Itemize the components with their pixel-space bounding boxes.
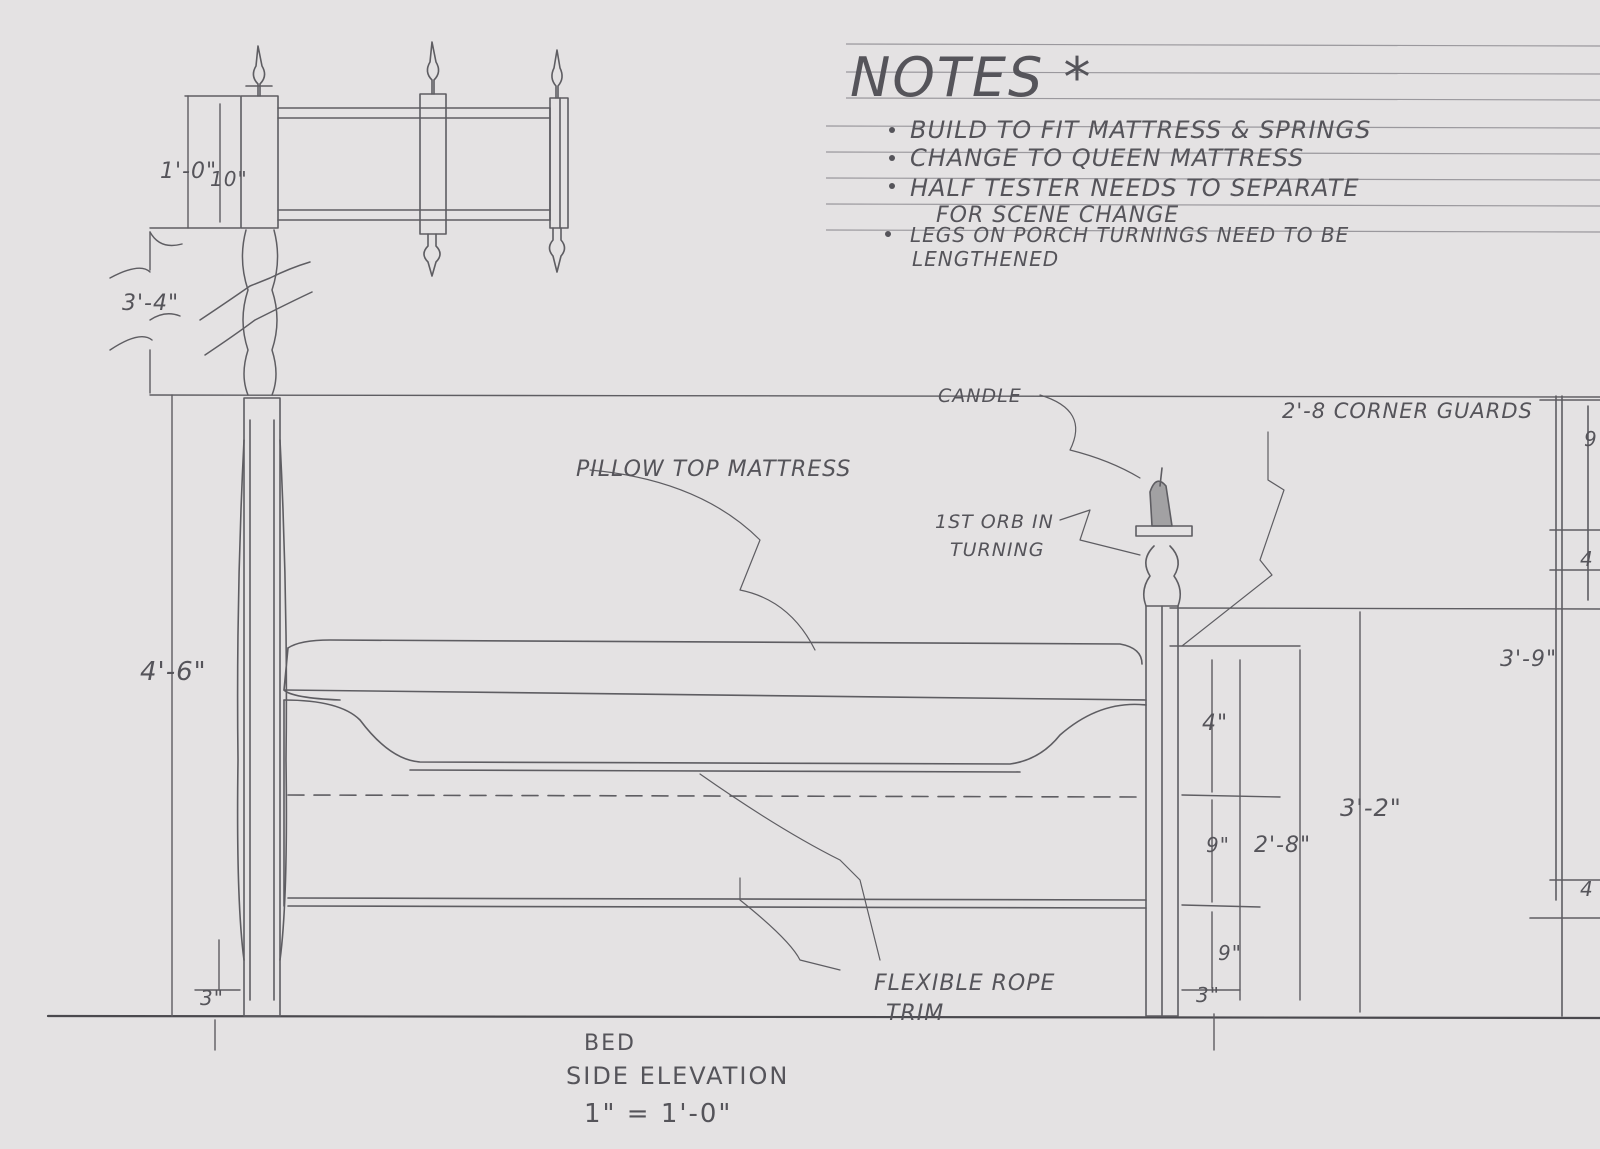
callout-pillow-top: PILLOW TOP MATTRESS (576, 457, 851, 482)
right-post (1135, 467, 1193, 1017)
leader-lines (589, 394, 1285, 971)
dim-9-upper: 9" (1206, 833, 1230, 857)
ground-line (46, 1014, 1600, 1020)
dim-3-9: 3'-9" (1500, 647, 1557, 672)
note-item-2: CHANGE TO QUEEN MATTRESS (910, 144, 1304, 172)
title-side-elevation: SIDE ELEVATION (566, 1062, 789, 1090)
note-item-4: LEGS ON PORCH TURNINGS NEED TO BE (910, 223, 1349, 247)
dim-9-lower: 9" (1218, 941, 1242, 965)
half-tester-canopy (240, 41, 569, 277)
note-bullets (885, 127, 895, 237)
dim-base-3-left: 3" (200, 986, 224, 1010)
left-post-turning (199, 229, 313, 396)
notes-block: NOTES * BUILD TO FIT MATTRESS & SPRINGS … (850, 46, 1371, 271)
note-item-3: HALF TESTER NEEDS TO SEPARATE (910, 174, 1360, 202)
callout-orb: 1ST ORB IN (935, 511, 1054, 533)
dim-base-3-right: 3" (1196, 983, 1220, 1007)
dim-edge-9: 9 (1584, 427, 1598, 451)
callout-rope: FLEXIBLE ROPE (874, 971, 1055, 996)
dim-edge-4a: 4 (1580, 547, 1594, 571)
dim-tester-10: 10" (210, 167, 248, 191)
left-post (236, 397, 288, 1017)
title-bed: BED (584, 1031, 636, 1056)
callout-candle: CANDLE (938, 385, 1022, 407)
callout-corner-guards: 2'-8 CORNER GUARDS (1282, 399, 1533, 423)
dim-2-8: 2'-8" (1254, 833, 1311, 858)
dim-4: 4" (1202, 711, 1228, 736)
dim-3-2: 3'-2" (1340, 794, 1402, 822)
dim-edge-4b: 4 (1580, 877, 1594, 901)
dimension-labels: 1'-0" 10" 3'-4" 4'-6" 3" 3'-9" 4" 9" 2'-… (122, 159, 1598, 1010)
dim-post-4-6: 4'-6" (140, 657, 207, 687)
end-view-partial (1529, 395, 1600, 1017)
dim-tester-1-0: 1'-0" (160, 159, 217, 184)
notes-heading: NOTES * (850, 46, 1092, 109)
mattress-and-rails (283, 639, 1147, 909)
callout-rope-cont: TRIM (886, 1001, 944, 1026)
note-item-3-cont: FOR SCENE CHANGE (936, 203, 1179, 228)
extension-lines (149, 95, 1600, 1017)
dimension-lines (109, 95, 1361, 1051)
note-item-1: BUILD TO FIT MATTRESS & SPRINGS (910, 116, 1371, 144)
title-block: BED SIDE ELEVATION 1" = 1'-0" (566, 1031, 789, 1129)
callout-orb-cont: TURNING (950, 539, 1044, 561)
ruled-lines (825, 43, 1600, 233)
title-scale: 1" = 1'-0" (584, 1099, 732, 1129)
dim-turning-3-4: 3'-4" (122, 291, 179, 316)
callouts: PILLOW TOP MATTRESS CANDLE 2'-8 CORNER G… (576, 385, 1533, 1026)
note-item-4-cont: LENGTHENED (912, 247, 1059, 271)
